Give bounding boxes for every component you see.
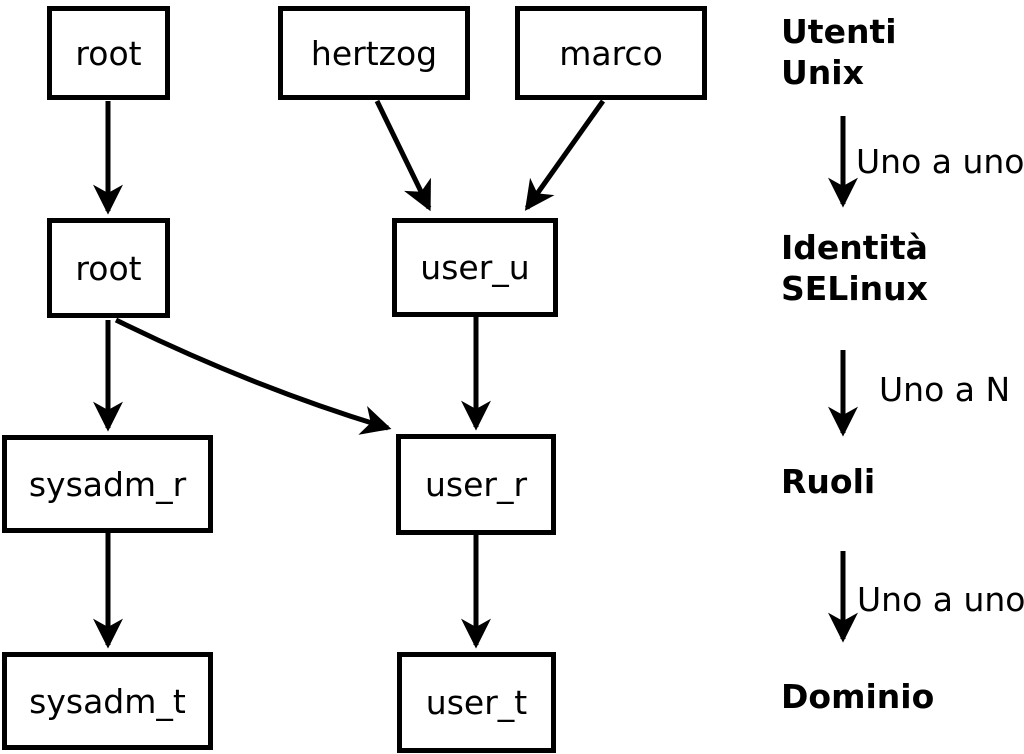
arrow-selinux-root-to-user-r: [114, 317, 392, 435]
legend-level-ruoli: Ruoli: [781, 462, 876, 501]
node-domain-sysadm-t: sysadm_t: [2, 652, 213, 750]
node-domain-user-t: user_t: [397, 652, 556, 753]
relation-label-uno-a-uno-1: Uno a uno: [856, 142, 1024, 181]
node-unix-hertzog: hertzog: [278, 6, 470, 100]
node-role-sysadm-r: sysadm_r: [2, 435, 213, 533]
node-role-user-r: user_r: [396, 434, 556, 535]
legend-level-utenti-unix: Utenti Unix: [781, 12, 897, 92]
node-unix-root: root: [47, 6, 170, 100]
legend-level-dominio: Dominio: [781, 677, 935, 716]
node-selinux-root: root: [47, 218, 170, 318]
arrow-hertzog-to-user-u: [374, 99, 432, 212]
node-unix-marco: marco: [515, 6, 707, 100]
legend-level-identita-selinux: Identità SELinux: [781, 228, 928, 308]
node-selinux-user-u: user_u: [392, 218, 558, 317]
relation-label-uno-a-n: Uno a N: [879, 370, 1011, 409]
relation-label-uno-a-uno-2: Uno a uno: [857, 580, 1024, 619]
arrow-marco-to-user-u: [524, 99, 606, 211]
